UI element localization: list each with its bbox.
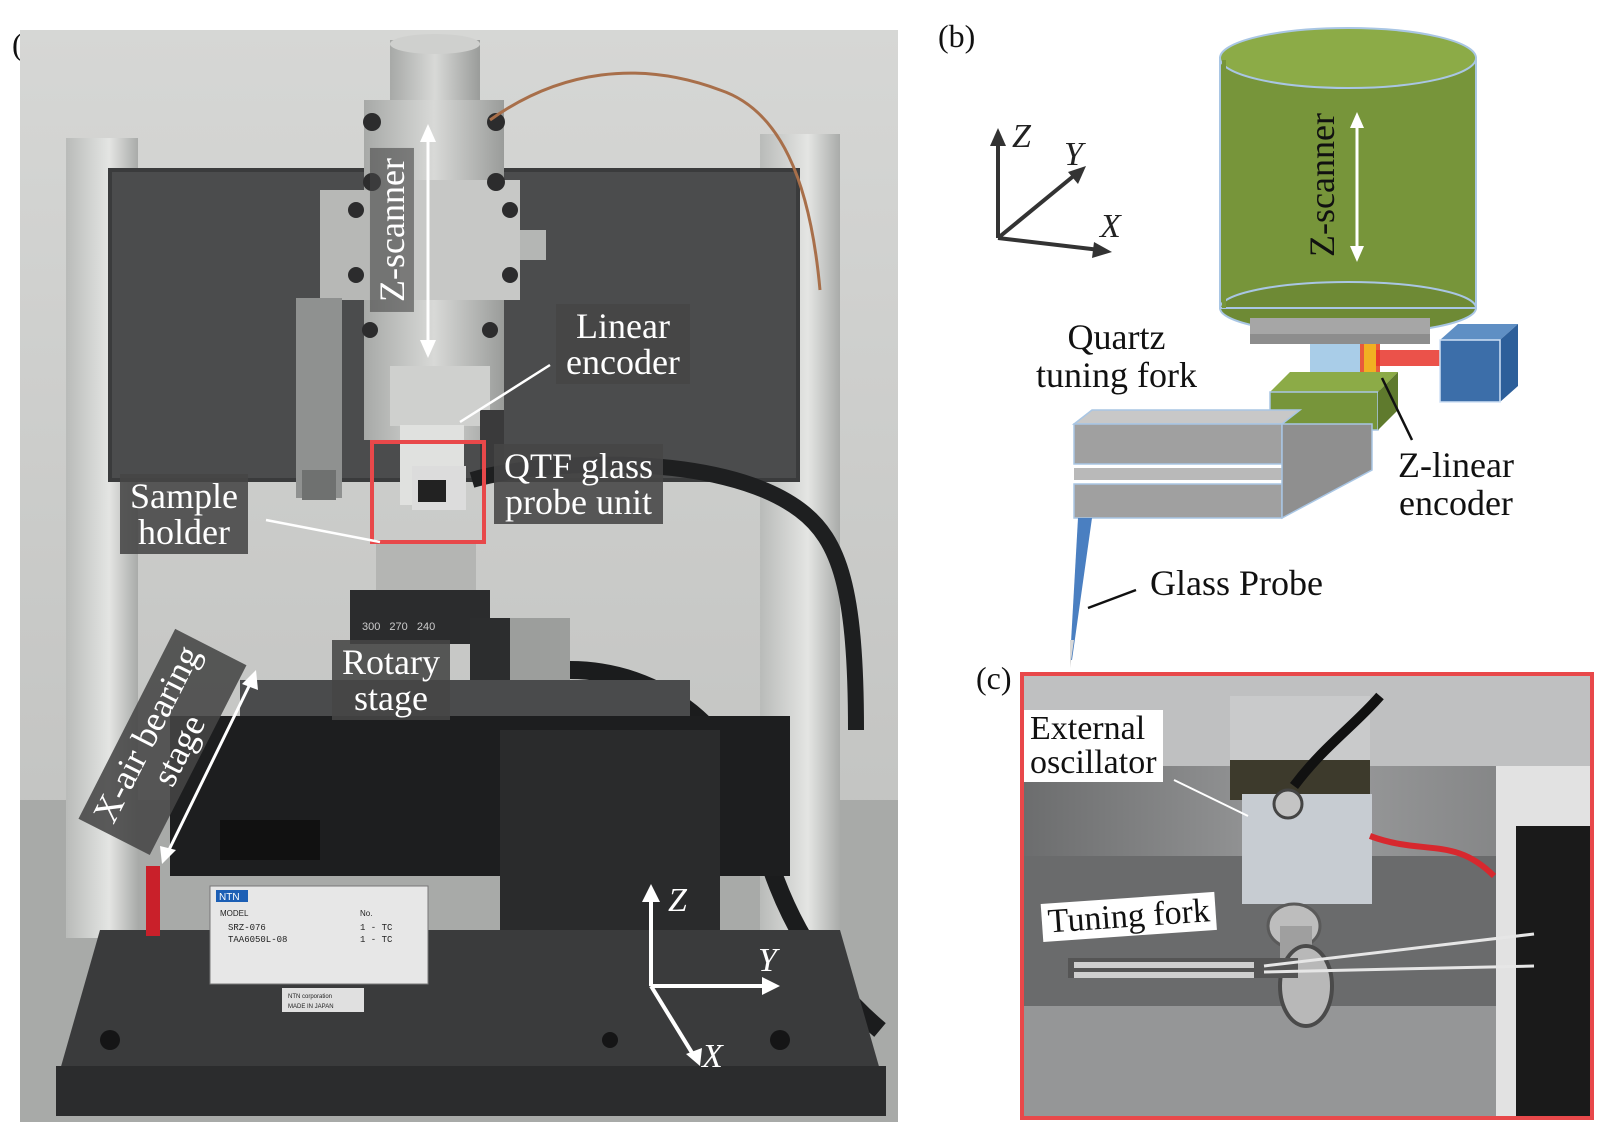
quartz-line-1: Quartz [1067,317,1166,357]
panel-a-photo: 300 270 240 NTN MODEL No. SRZ-076 TAA605… [20,30,898,1122]
glass-probe-shape [1070,518,1092,660]
nameplate-model-2: TAA6050L-08 [228,935,287,945]
linear-encoder-line-2: encoder [566,342,680,382]
axis-z-a: Z [668,882,687,919]
z-scanner-label-b: Z-scanner [1301,113,1342,257]
axis-y-a: Y [758,942,777,979]
quartz-line-2: tuning fork [1036,355,1197,395]
rotary-stage-body [350,590,490,644]
z-scanner-label-a: Z-scanner [369,148,414,312]
sample-holder-leader [265,518,381,544]
external-oscillator-block [1242,794,1372,904]
panel-b-label: (b) [938,18,976,54]
glass-probe-label: Glass Probe [1150,563,1323,603]
qtf-unit-line-1: QTF glass [504,446,654,486]
linear-encoder-line-1: Linear [576,306,670,346]
qtf-highlight-box [370,440,486,544]
z-linear-line-2: encoder [1399,483,1513,523]
rotary-stage-label: Rotary stage [332,640,450,720]
nameplate-brand: NTN [219,892,240,903]
quartz-label: Quartz tuning fork [1036,318,1197,394]
laser-beam [1376,350,1446,366]
sample-holder-line-1: Sample [130,476,238,516]
micrometer [296,298,342,498]
sample-holder-body [376,540,476,590]
glass-probe-leader [1087,588,1137,610]
axis-x-b: X [1100,208,1121,245]
nameplate-origin: MADE IN JAPAN [288,1004,334,1010]
axis-x-a: X [702,1038,723,1075]
nameplate-model-1: SRZ-076 [228,923,266,933]
granite-base [60,930,880,1070]
tuning-fork-shape [1071,409,1373,520]
z-scanner-arrow-b [1350,112,1364,262]
axis-y-b: Y [1064,136,1083,173]
x-stage-arrow [160,670,258,864]
ntn-nameplate: NTN MODEL No. SRZ-076 TAA6050L-08 1 - TC… [209,885,429,985]
encoder-block [1310,344,1370,392]
nameplate-no-2: 1 - TC [360,935,393,945]
rotary-stage-line-1: Rotary [342,642,440,682]
z-scanner-arrow [420,124,436,358]
external-oscillator-line-1: External [1030,710,1146,747]
nameplate-no-1: 1 - TC [360,923,393,933]
svg-text:300 270 240: 300 270 240 [362,621,435,633]
panel-c-label: (c) [976,660,1012,696]
nameplate-model-label: MODEL [220,909,249,918]
qtf-unit-label: QTF glass probe unit [494,444,664,524]
nameplate-corp: NTN corporation [288,994,332,1000]
axes-a [642,884,780,1066]
z-linear-label: Z-linear encoder [1398,446,1514,522]
qtf-unit-line-2: probe unit [505,482,652,522]
nameplate-no-label: No. [360,909,372,918]
axes-b [990,128,1112,258]
z-linear-line-1: Z-linear [1398,445,1514,485]
dial-mark: 240 [417,621,435,633]
dial-mark: 270 [389,621,407,633]
axis-z-b: Z [1012,118,1031,155]
dial-mark: 300 [362,621,380,633]
panel-c-photo: External oscillator Tuning fork [1020,672,1594,1120]
detector-cube [1439,324,1518,403]
z-scanner-cylinder [1219,27,1477,335]
green-holder [1269,372,1398,431]
sample-holder-line-2: holder [138,512,230,552]
z-linear-leader [1380,377,1414,441]
linear-encoder-leader [459,363,551,424]
external-oscillator-label: External oscillator [1024,710,1163,782]
linear-encoder-label: Linear encoder [556,304,690,384]
sample-holder-label: Sample holder [120,474,248,554]
rotary-stage-line-2: stage [354,678,428,718]
external-oscillator-line-2: oscillator [1030,744,1157,781]
